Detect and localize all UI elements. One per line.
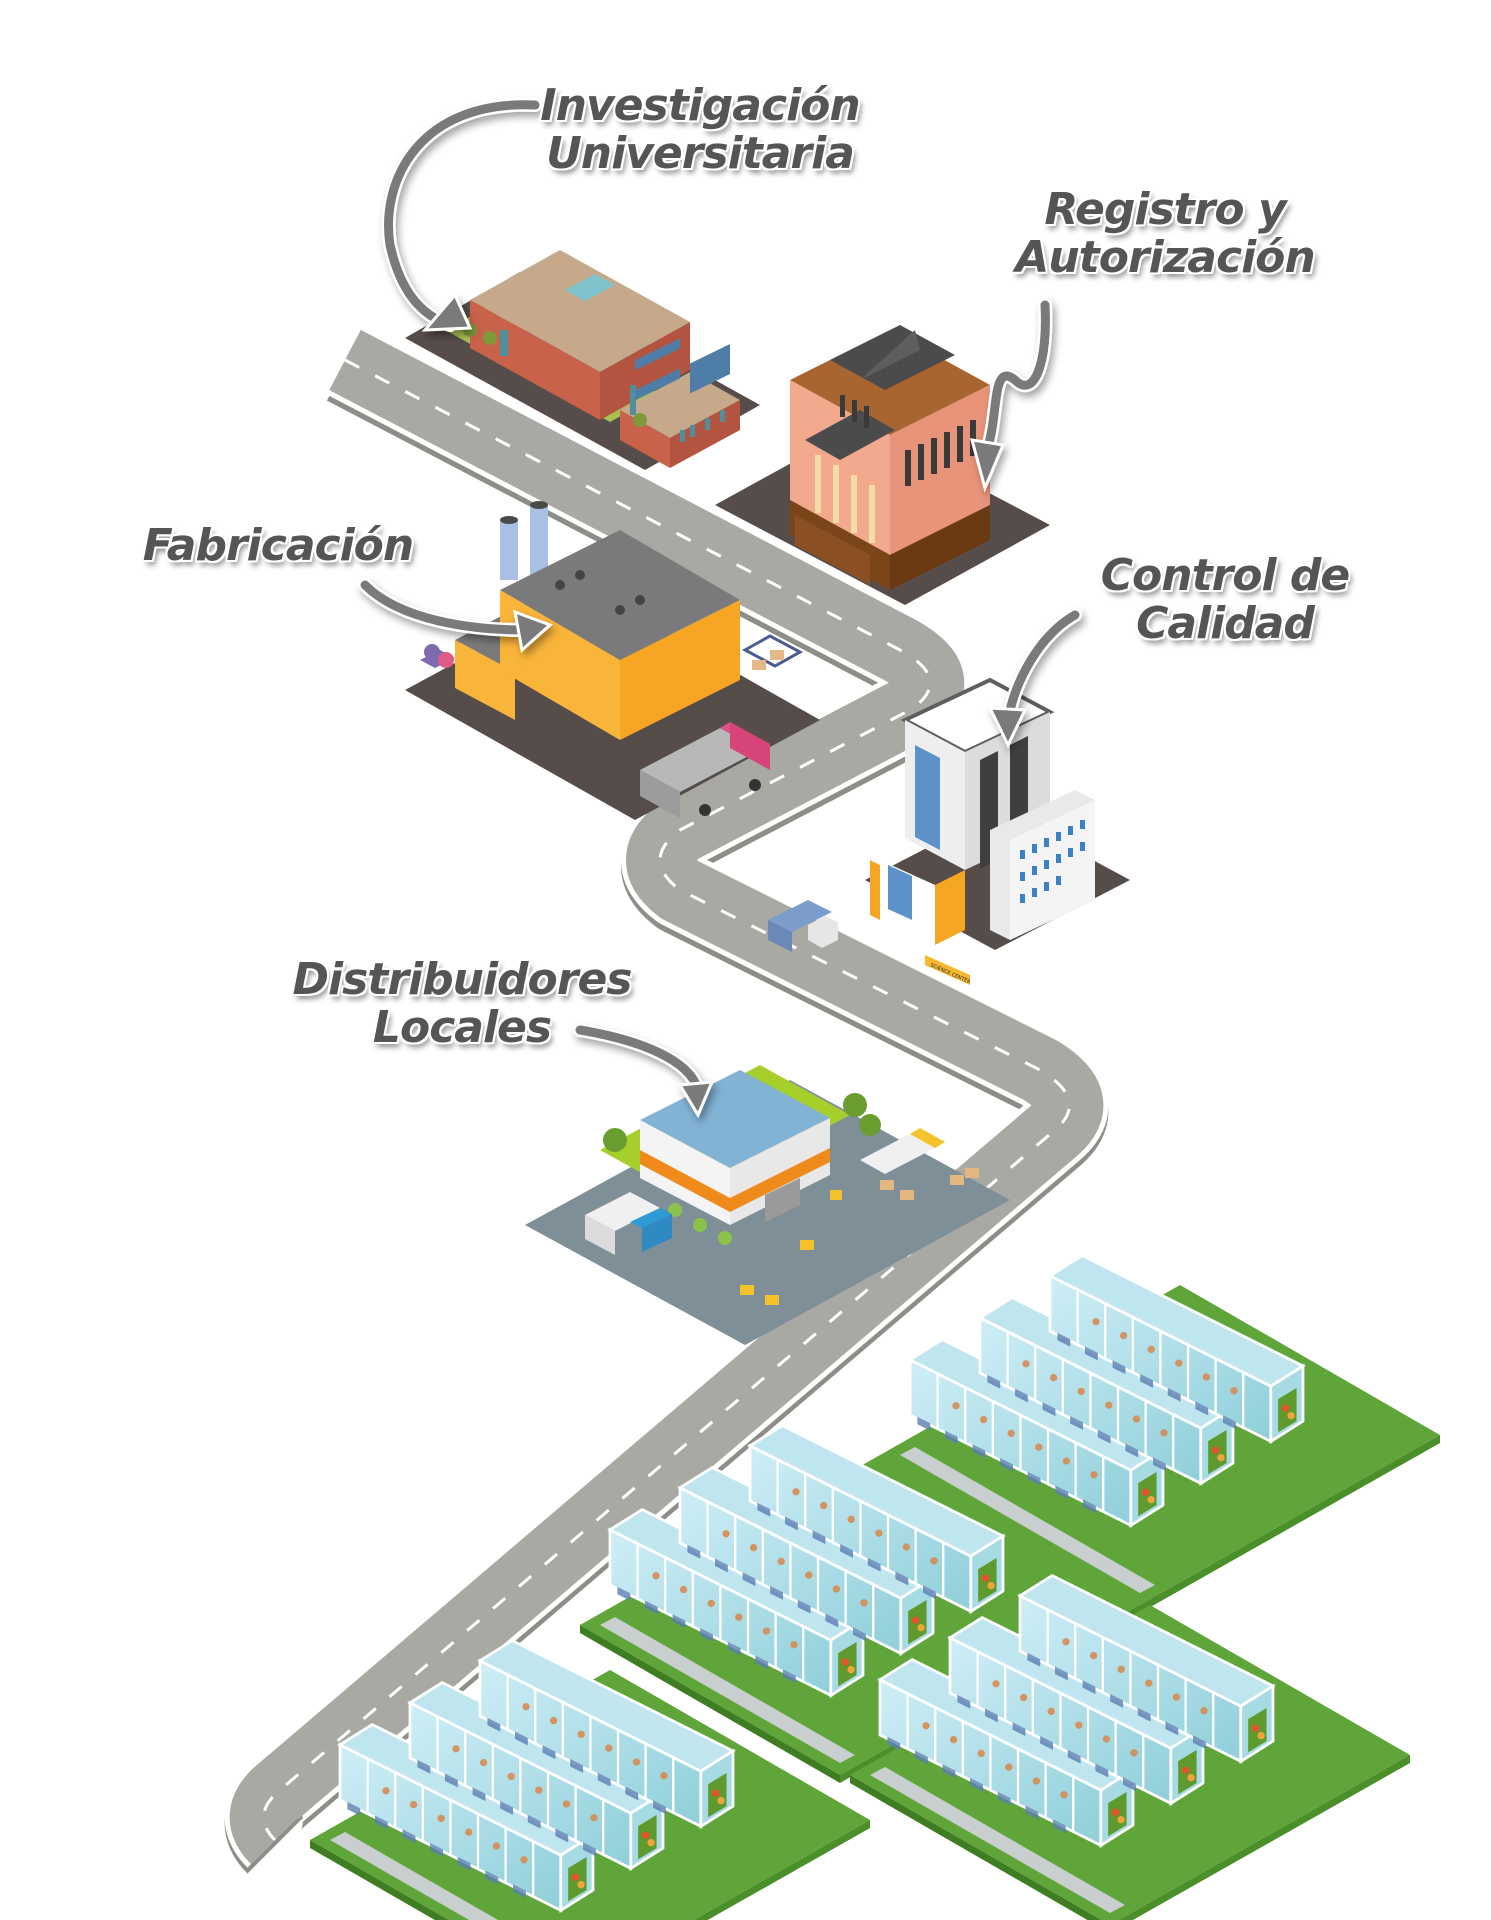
label-research-line-1: Investigación: [540, 80, 860, 131]
arrow-registry: [969, 298, 1053, 493]
label-registry: Registro y Autorización: [1000, 186, 1330, 282]
arrow-manufacturing: [358, 578, 553, 653]
registry-courthouse-building: [715, 325, 1050, 605]
label-registry-line-2: Autorización: [1015, 232, 1315, 283]
label-distribution-line-1: Distribuidores: [292, 954, 633, 1005]
label-quality-control: Control de Calidad: [1085, 552, 1365, 648]
arrows: [358, 97, 1082, 1119]
distribution-warehouse: [525, 1065, 1010, 1345]
label-distribution-line-2: Locales: [372, 1002, 552, 1053]
label-registry-line-1: Registro y: [1044, 184, 1286, 235]
label-manufacturing-line-1: Fabricación: [142, 520, 414, 571]
label-research-line-2: Universitaria: [546, 128, 855, 179]
arrow-research: [381, 97, 542, 332]
arrow-quality: [987, 608, 1082, 749]
label-quality-line-2: Calidad: [1136, 598, 1315, 649]
label-manufacturing: Fabricación: [128, 522, 428, 570]
quality-control-science-center: SCIENCE CENTER: [768, 677, 1130, 986]
label-research: Investigación Universitaria: [530, 82, 870, 178]
road: [224, 325, 1109, 1874]
arrow-distribution: [573, 1023, 715, 1119]
label-quality-line-1: Control de: [1100, 550, 1351, 601]
label-distribution: Distribuidores Locales: [282, 956, 642, 1052]
